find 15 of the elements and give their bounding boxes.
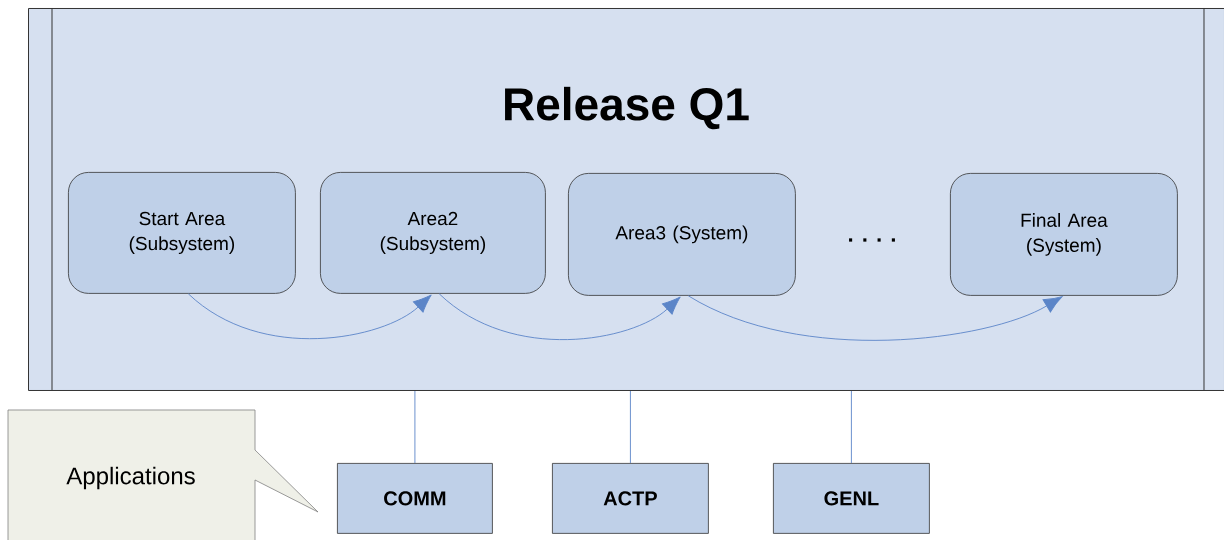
application-box: COMM <box>337 463 493 534</box>
curved-arrow <box>438 293 681 341</box>
callout-box: Applications <box>7 409 319 540</box>
ellipsis-dots: . . . . <box>849 238 895 242</box>
connector-line <box>414 390 416 464</box>
curved-arrow <box>687 295 1063 341</box>
area-box: Start Area (Subsystem) <box>68 172 296 294</box>
connector-line <box>629 390 631 464</box>
area-box: Area2 (Subsystem) <box>320 172 546 294</box>
area-box: Area3 (System) <box>568 173 796 296</box>
curved-arrow <box>187 293 432 339</box>
application-box: GENL <box>773 463 930 534</box>
area-box: Final Area (System) <box>950 173 1178 296</box>
application-box: ACTP <box>552 463 709 534</box>
connector-line <box>850 390 852 464</box>
